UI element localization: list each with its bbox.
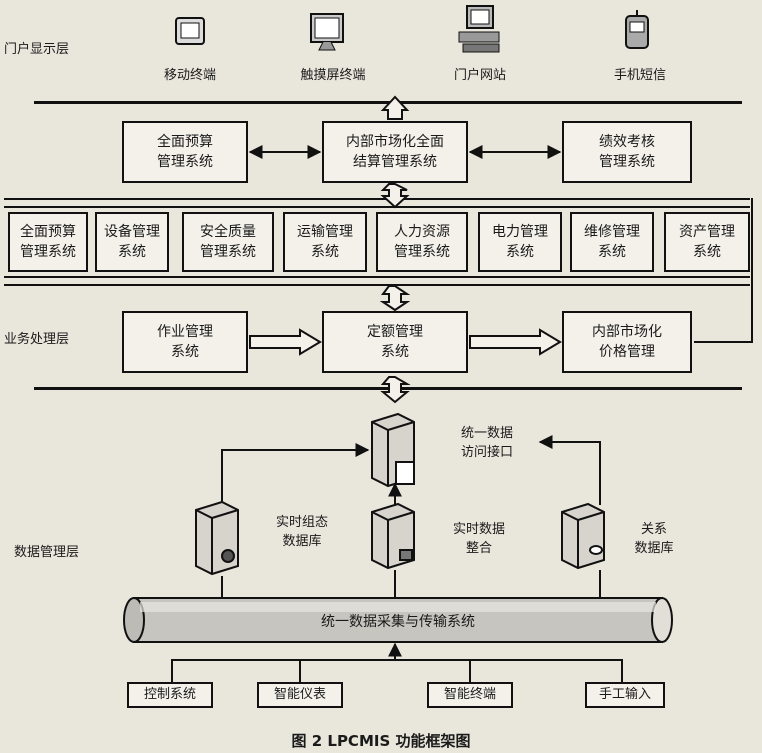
server-icon-integration — [371, 502, 415, 570]
layer-label-portal: 门户显示层 — [4, 42, 70, 57]
mobile-terminal-icon — [175, 17, 205, 45]
desktop-computer-icon — [458, 5, 500, 53]
performance-appraisal-box: 绩效考核 管理系统 — [562, 121, 692, 183]
input-smart-terminal: 智能终端 — [427, 682, 513, 708]
portal-label-touchscreen: 触摸屏终端 — [300, 68, 366, 83]
feedback-line — [694, 198, 753, 343]
portal-label-mobile: 移动终端 — [163, 68, 216, 83]
hollow-arrow-quota-pricing — [469, 328, 562, 356]
input-bus — [171, 659, 623, 682]
hollow-arrow-settlement-modules — [380, 183, 410, 209]
realtime-config-db-label: 实时组态 数据库 — [275, 515, 328, 549]
server-icon-realtime-config — [195, 500, 239, 576]
module-maintenance: 维修管理 系统 — [570, 212, 654, 272]
hollow-arrow-operation-quota — [249, 328, 322, 356]
budget-management-box: 全面预算 管理系统 — [122, 121, 248, 183]
module-assets: 资产管理 系统 — [664, 212, 750, 272]
realtime-integration-label: 实时数据 整合 — [452, 522, 505, 556]
hollow-arrow-modules-process — [379, 285, 411, 312]
portal-label-website: 门户网站 — [453, 68, 506, 83]
arrow-relational-access — [538, 435, 601, 505]
touchscreen-terminal-icon — [310, 13, 344, 51]
layer-label-data: 数据管理层 — [14, 545, 80, 560]
internal-pricing-box: 内部市场化 价格管理 — [562, 311, 692, 373]
module-safety-quality: 安全质量 管理系统 — [182, 212, 274, 272]
data-pipe — [123, 597, 673, 643]
module-equipment: 设备管理 系统 — [95, 212, 169, 272]
mobile-phone-icon — [625, 10, 649, 49]
internal-settlement-box: 内部市场化全面 结算管理系统 — [322, 121, 468, 183]
module-bus-bottom-line-2 — [4, 284, 750, 286]
module-bus-top-line — [4, 198, 750, 200]
hollow-arrow-portal — [380, 95, 410, 120]
operation-management-box: 作业管理 系统 — [122, 311, 248, 373]
layer-label-business: 业务处理层 — [4, 332, 70, 347]
pipe-label: 统一数据采集与传输系统 — [321, 614, 475, 630]
relational-db-label: 关系 数据库 — [634, 522, 674, 556]
module-human-resources: 人力资源 管理系统 — [376, 212, 468, 272]
input-smart-meter: 智能仪表 — [257, 682, 343, 708]
quota-management-box: 定额管理 系统 — [322, 311, 468, 373]
portal-label-sms: 手机短信 — [613, 68, 666, 83]
module-budget: 全面预算 管理系统 — [8, 212, 88, 272]
data-access-interface-label: 统一数据 访问接口 — [460, 426, 513, 460]
module-power: 电力管理 系统 — [478, 212, 562, 272]
server-icon-access — [371, 412, 415, 488]
module-bus-bottom-line — [4, 276, 750, 278]
module-transport: 运输管理 系统 — [283, 212, 367, 272]
input-control-system: 控制系统 — [127, 682, 213, 708]
arrow-realtime-config-access — [221, 443, 370, 505]
input-manual: 手工输入 — [585, 682, 665, 708]
hollow-arrow-process-data — [380, 376, 411, 404]
server-icon-relational — [561, 502, 605, 570]
module-bus-top-line-2 — [4, 206, 750, 208]
figure-caption: 图 2 LPCMIS 功能框架图 — [291, 732, 471, 750]
portal-bus-line — [34, 101, 742, 104]
